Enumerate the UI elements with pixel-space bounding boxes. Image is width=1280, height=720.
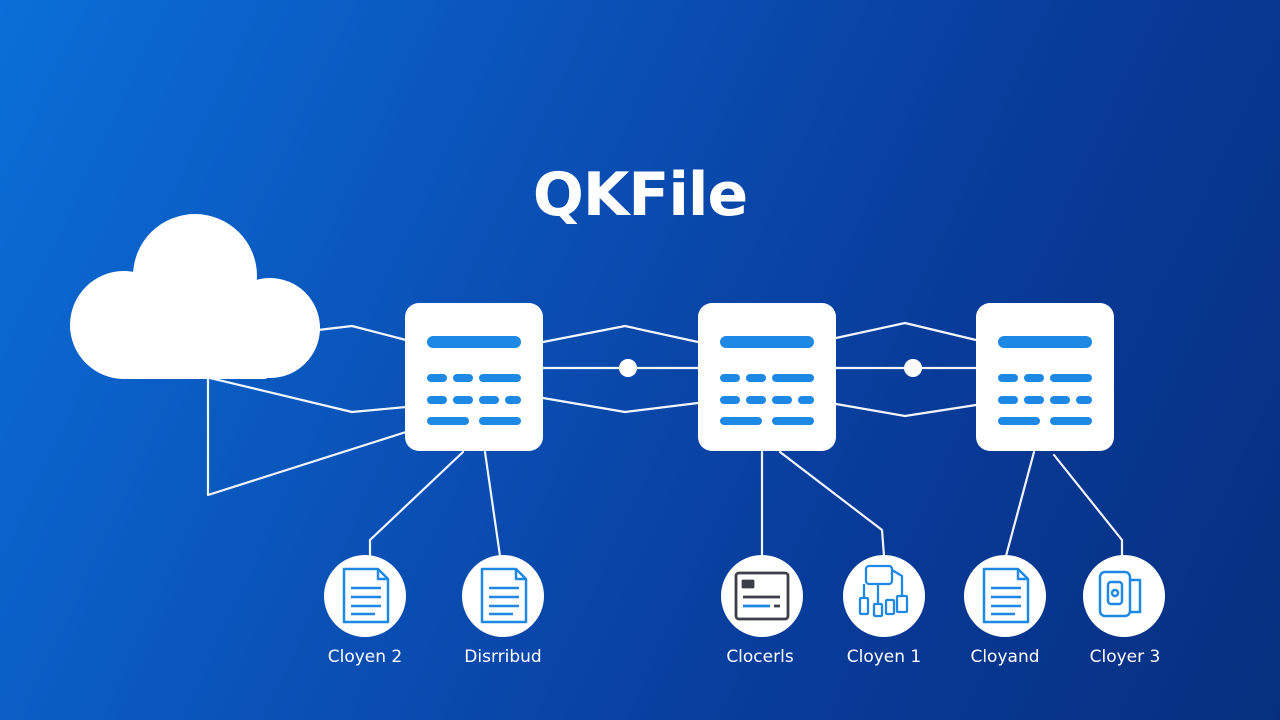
connector-lines (206, 321, 1124, 558)
server-node-box (698, 303, 836, 451)
client-node-2 (462, 555, 544, 637)
junction-dot (904, 359, 922, 377)
card-document-icon (734, 571, 790, 621)
client-node-6 (1083, 555, 1165, 637)
document-icon (480, 567, 528, 624)
connector-cloud-server1-mid (208, 376, 408, 414)
document-icon (982, 567, 1030, 624)
network-devices-icon (858, 564, 909, 618)
connector-cloud-bracket (206, 376, 408, 497)
server-panel-icon (998, 336, 1092, 425)
client-node-1 (324, 555, 406, 637)
client-label-2: Disrribud (464, 647, 542, 667)
server-node-box (405, 303, 543, 451)
junction-dot (619, 359, 637, 377)
connector-s1-s2-bottom (541, 396, 700, 414)
server-node-2 (698, 303, 836, 451)
client-node-4 (843, 555, 925, 637)
client-label-5: Cloyand (970, 647, 1040, 667)
client-node-3 (721, 555, 803, 637)
diagram-title: QKFile (532, 160, 748, 230)
connector-s1-client1 (368, 450, 465, 558)
mobile-device-icon (1098, 570, 1142, 618)
connector-s2-s3-bottom (834, 402, 978, 418)
client-label-3: Clocerls (726, 647, 794, 667)
connector-s3-client6 (1052, 453, 1124, 558)
client-label-4: Cloyen 1 (846, 647, 922, 667)
connector-cloud-server1-top (316, 324, 408, 342)
server-node-1 (405, 303, 543, 451)
server-panel-icon (720, 336, 814, 425)
cloud-icon (70, 214, 320, 379)
connector-s3-client5 (1004, 450, 1036, 558)
connector-s1-client2 (483, 450, 502, 558)
document-icon (342, 567, 390, 624)
client-label-1: Cloyen 2 (327, 647, 403, 667)
connector-s2-s3-top (834, 321, 978, 342)
client-node-5 (964, 555, 1046, 637)
server-node-box (976, 303, 1114, 451)
server-panel-icon (427, 336, 521, 425)
server-node-3 (976, 303, 1114, 451)
client-label-6: Cloyer 3 (1089, 647, 1161, 667)
connector-s2-client4 (778, 450, 886, 558)
connector-s1-s2-top (541, 324, 700, 344)
